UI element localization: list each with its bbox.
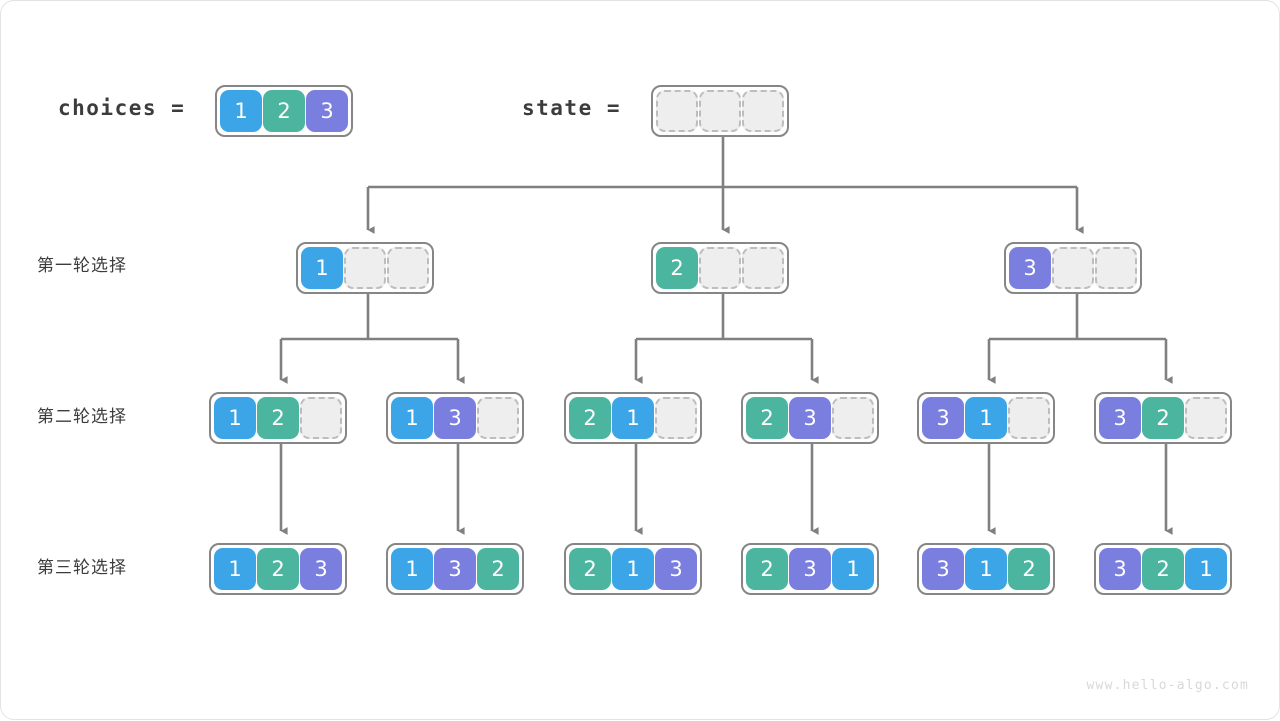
- r3n2-cell-1: 3: [434, 548, 476, 590]
- r2n4-cell-1: 3: [789, 397, 831, 439]
- r3n3-cell-1: 1: [612, 548, 654, 590]
- row-label-round-2: 第二轮选择: [37, 407, 127, 427]
- r2n3-cell-0: 2: [569, 397, 611, 439]
- r2n1-cell-2: [300, 397, 342, 439]
- r3n4-cell-2: 1: [832, 548, 874, 590]
- watermark: www.hello-algo.com: [1086, 678, 1249, 693]
- r1n2-cell-2: [742, 247, 784, 289]
- r2n3-cell-2: [655, 397, 697, 439]
- r2n5-cell-0: 3: [922, 397, 964, 439]
- r2n2-cell-0: 1: [391, 397, 433, 439]
- r2n2-cell-2: [477, 397, 519, 439]
- r3n2-cell-2: 2: [477, 548, 519, 590]
- choices-cell-2: 3: [306, 90, 348, 132]
- choices-label: choices =: [58, 96, 186, 120]
- r1n2-cell-0: 2: [656, 247, 698, 289]
- r1n3-cell-2: [1095, 247, 1137, 289]
- row-label-round-1: 第一轮选择: [37, 256, 127, 276]
- r3n5-cell-1: 1: [965, 548, 1007, 590]
- r2n4-cell-0: 2: [746, 397, 788, 439]
- r3n5-cell-0: 3: [922, 548, 964, 590]
- r3n1-cell-2: 3: [300, 548, 342, 590]
- r2n1-cell-0: 1: [214, 397, 256, 439]
- choices-cell-1: 2: [263, 90, 305, 132]
- r3n4-cell-1: 3: [789, 548, 831, 590]
- state-array: [651, 85, 789, 137]
- r2n5-cell-2: [1008, 397, 1050, 439]
- r2n6-cell-2: [1185, 397, 1227, 439]
- r1n3-cell-0: 3: [1009, 247, 1051, 289]
- r3n5-cell-2: 2: [1008, 548, 1050, 590]
- r2n3-cell-1: 1: [612, 397, 654, 439]
- state-cell-2: [742, 90, 784, 132]
- r2n2-cell-1: 3: [434, 397, 476, 439]
- r2n6-cell-0: 3: [1099, 397, 1141, 439]
- r3n1-cell-1: 2: [257, 548, 299, 590]
- state-cell-0: [656, 90, 698, 132]
- r3n6-cell-1: 2: [1142, 548, 1184, 590]
- r3n3-cell-0: 2: [569, 548, 611, 590]
- state-node-round-1-3: 3: [1004, 242, 1142, 294]
- r3n6-cell-2: 1: [1185, 548, 1227, 590]
- r2n5-cell-1: 1: [965, 397, 1007, 439]
- r3n1-cell-0: 1: [214, 548, 256, 590]
- r1n1-cell-1: [344, 247, 386, 289]
- r2n4-cell-2: [832, 397, 874, 439]
- state-label: state =: [522, 96, 622, 120]
- r2n6-cell-1: 2: [1142, 397, 1184, 439]
- r3n2-cell-0: 1: [391, 548, 433, 590]
- r3n4-cell-0: 2: [746, 548, 788, 590]
- r3n3-cell-2: 3: [655, 548, 697, 590]
- state-node-round-1-1: 1: [296, 242, 434, 294]
- state-node-round-1-2: 2: [651, 242, 789, 294]
- r2n1-cell-1: 2: [257, 397, 299, 439]
- r1n3-cell-1: [1052, 247, 1094, 289]
- r3n6-cell-0: 3: [1099, 548, 1141, 590]
- state-cell-1: [699, 90, 741, 132]
- r1n2-cell-1: [699, 247, 741, 289]
- r1n1-cell-0: 1: [301, 247, 343, 289]
- row-label-round-3: 第三轮选择: [37, 558, 127, 578]
- choices-cell-0: 1: [220, 90, 262, 132]
- r1n1-cell-2: [387, 247, 429, 289]
